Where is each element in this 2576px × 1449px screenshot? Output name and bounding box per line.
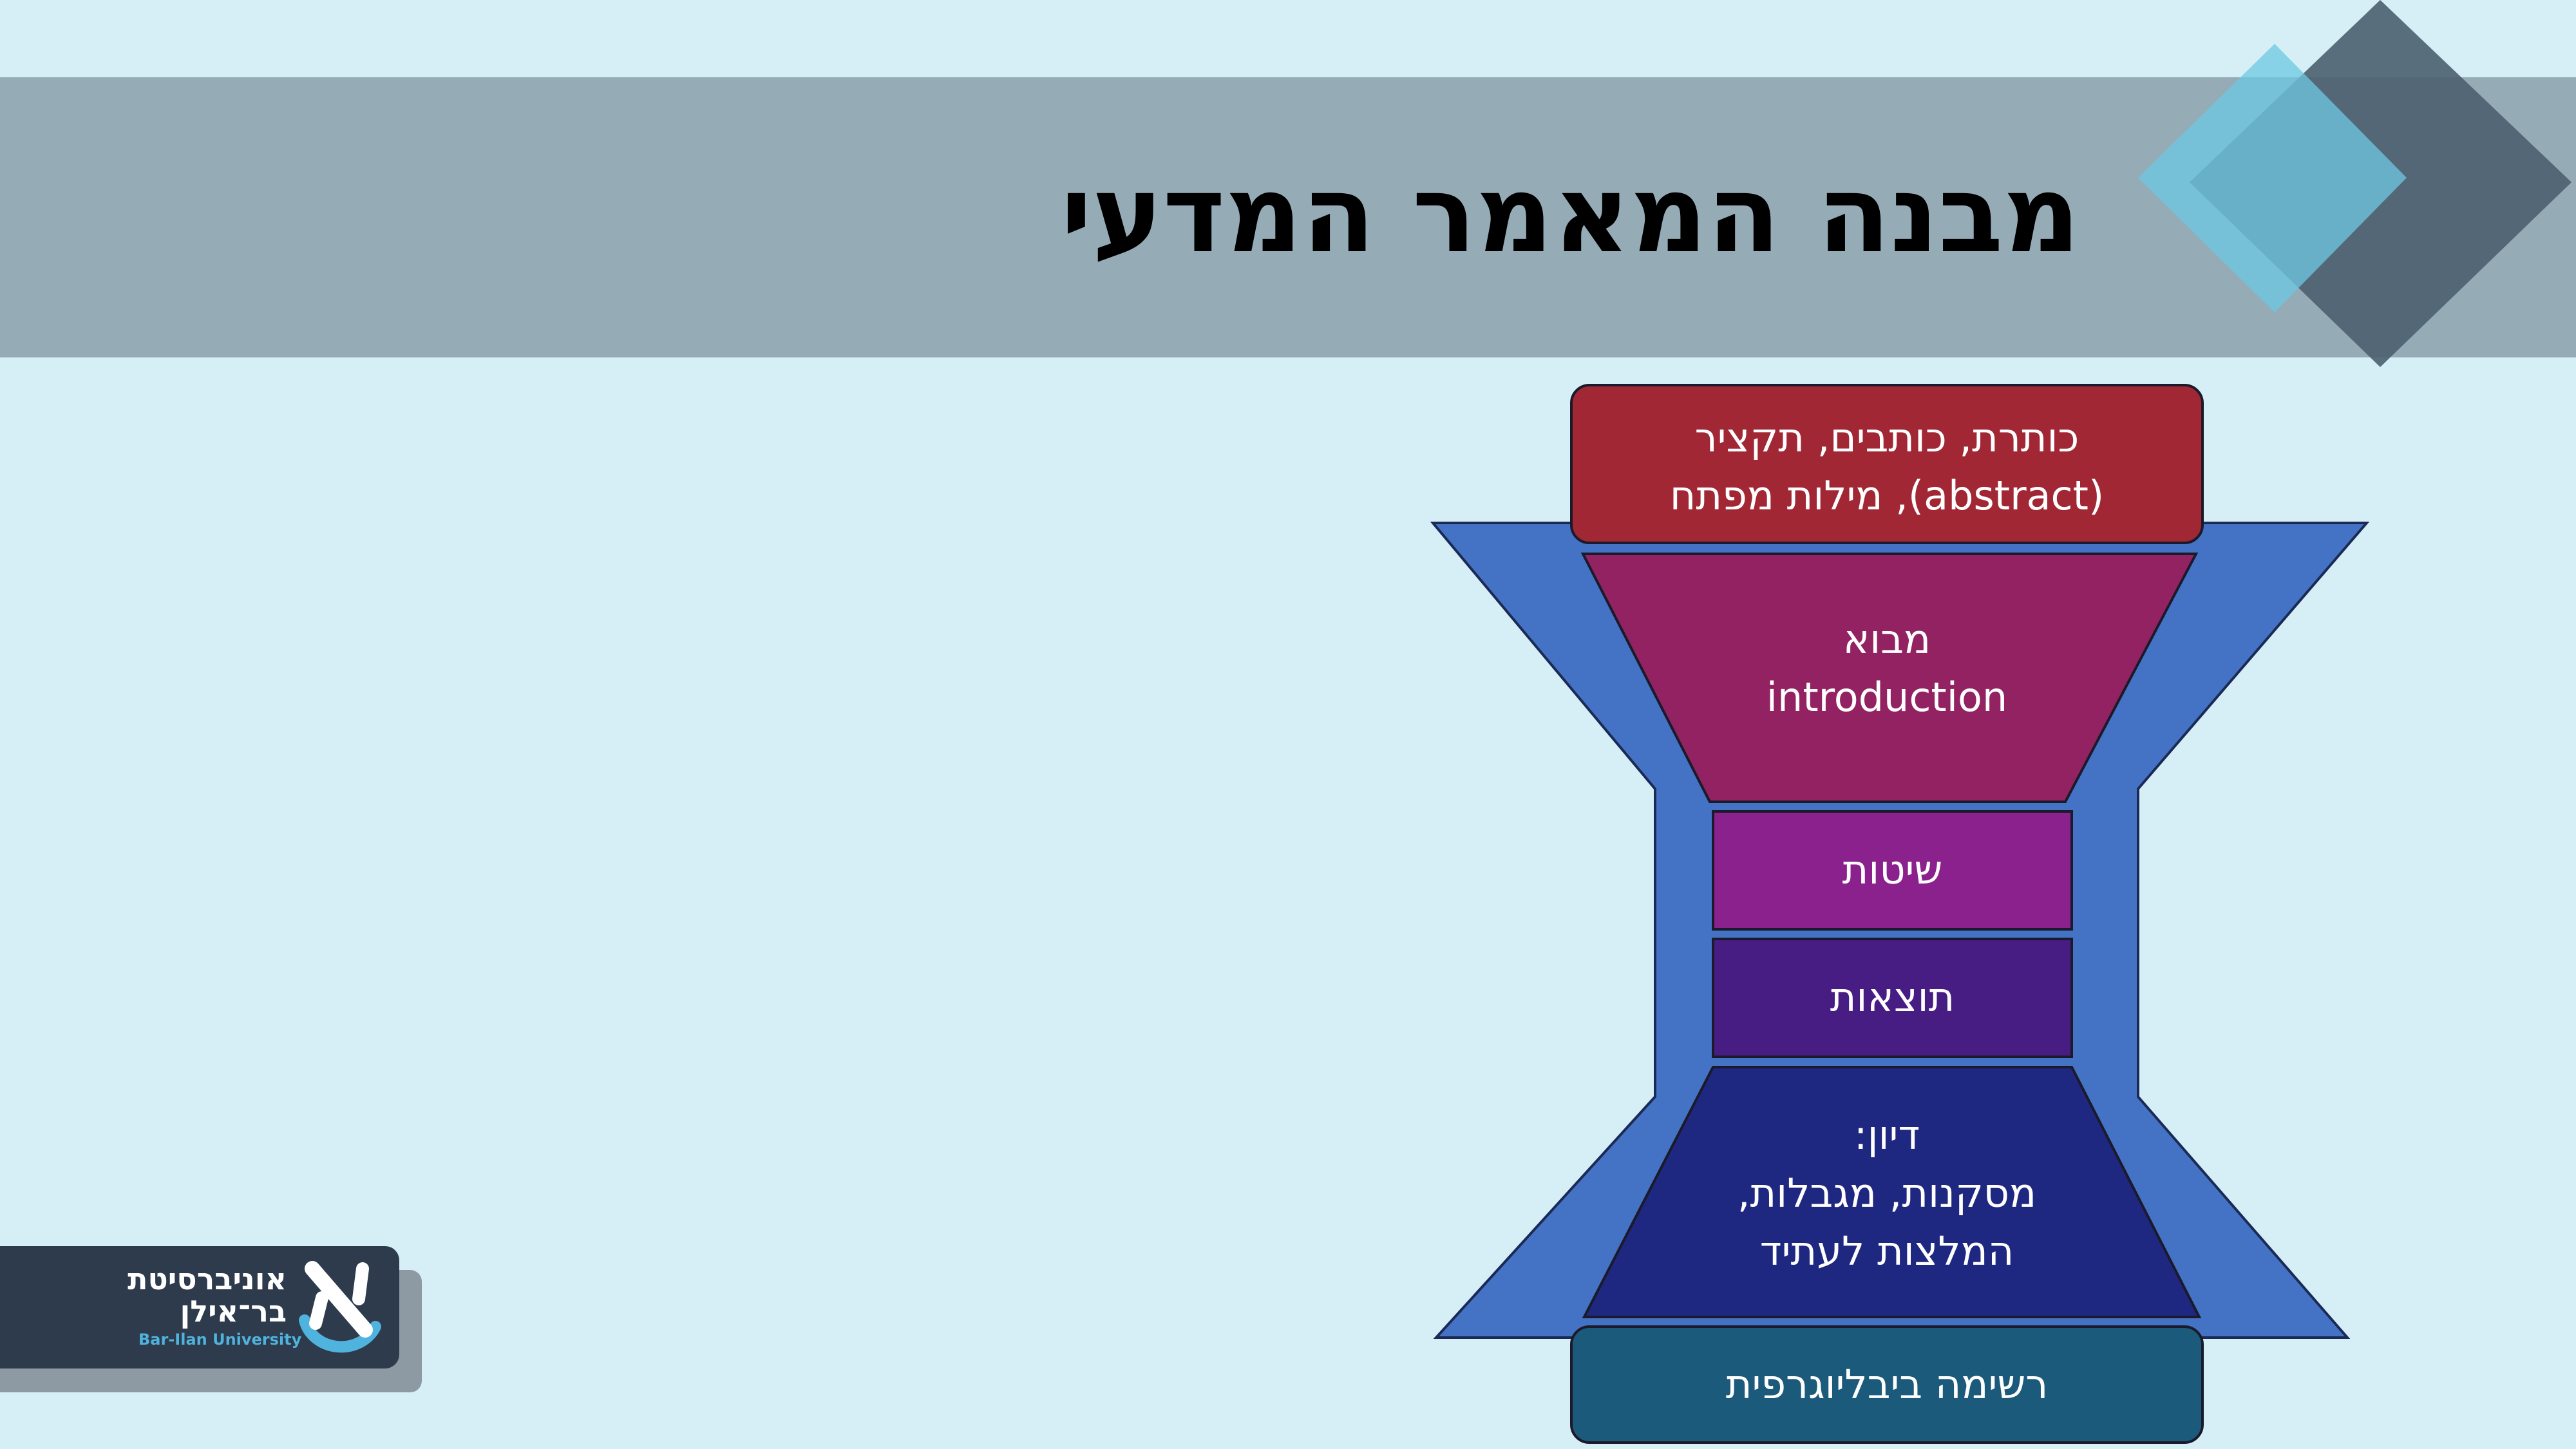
discussion-line-3: המלצות לעתיד (1759, 1227, 2014, 1274)
title-abstract-text: כותרת, כותבים, תקציר (abstract), מילות מ… (1571, 409, 2202, 525)
references-box (1570, 1325, 2204, 1444)
results-box (1712, 938, 2073, 1058)
title-abstract-box (1570, 384, 2204, 544)
introduction-shape (1580, 553, 2199, 803)
logo-hebrew-line-1: אוניברסיטת (128, 1262, 287, 1296)
references-label: רשימה ביבליוגרפית (1725, 1361, 2049, 1408)
methods-text: שיטות (1713, 841, 2072, 899)
title-abstract-line-1: כותרת, כותבים, תקציר (1694, 414, 2079, 461)
logo-english: Bar-Ilan University (138, 1331, 302, 1349)
bar-ilan-emblem-icon (299, 1261, 381, 1353)
introduction-hebrew: מבוא (1842, 616, 1931, 663)
methods-box (1712, 810, 2073, 931)
discussion-line-1: דיון: (1853, 1112, 1920, 1159)
discussion-text: דיון: מסקנות, מגבלות, המלצות לעתיד (1571, 1106, 2202, 1280)
page-title: מבנה המאמר המדעי (1061, 153, 2080, 276)
discussion-line-2: מסקנות, מגבלות, (1737, 1170, 2037, 1217)
title-band (0, 77, 2576, 357)
introduction-english: introduction (1766, 674, 2008, 721)
diagram-shapes (1430, 384, 2370, 1444)
light-diamond (2138, 44, 2407, 312)
references-text: רשימה ביבליוגרפית (1571, 1356, 2202, 1414)
results-text: תוצאות (1713, 969, 2072, 1027)
discussion-shape (1582, 1066, 2202, 1318)
methods-label: שיטות (1842, 846, 1943, 893)
article-structure-diagram: כותרת, כותבים, תקציר (abstract), מילות מ… (1423, 380, 2376, 1449)
title-abstract-line-2: (abstract), מילות מפתח (1669, 472, 2105, 519)
decorative-diamonds (2138, 0, 2571, 367)
university-logo: אוניברסיטת בר־אילן Bar-Ilan University (0, 1243, 425, 1394)
results-label: תוצאות (1830, 974, 1955, 1021)
introduction-text: מבוא introduction (1571, 611, 2202, 726)
logo-hebrew-line-2: בר־אילן (180, 1294, 287, 1329)
